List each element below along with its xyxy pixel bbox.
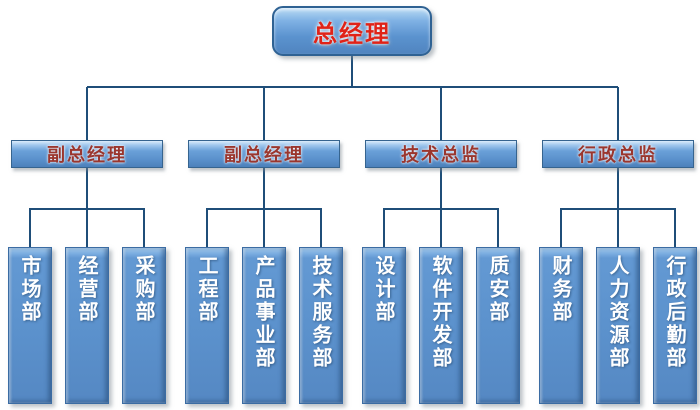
org-node-design-dept: 设计部	[362, 247, 406, 404]
org-node-hr-dept-label: 人力资源部	[606, 255, 630, 370]
org-node-deputy-gm-1-label: 副总经理	[47, 145, 127, 166]
org-node-software-dev-dept-label: 软件开发部	[429, 255, 453, 370]
org-node-hr-dept: 人力资源部	[596, 247, 640, 404]
org-node-admin-logistics-dept: 行政后勤部	[653, 247, 697, 404]
org-node-finance-dept-label: 财务部	[549, 255, 573, 324]
org-node-deputy-gm-1: 副总经理	[11, 140, 163, 168]
org-node-deputy-gm-2: 副总经理	[188, 140, 340, 168]
org-node-engineering-dept-label: 工程部	[195, 255, 219, 324]
org-node-admin-director: 行政总监	[542, 140, 694, 168]
org-node-general-manager-label: 总经理	[313, 19, 391, 48]
connector-group3	[383, 168, 499, 247]
org-node-quality-safety-dept: 质安部	[476, 247, 520, 404]
org-node-design-dept-label: 设计部	[372, 255, 396, 324]
org-node-product-division-label: 产品事业部	[252, 255, 276, 370]
org-node-technical-service-dept: 技术服务部	[299, 247, 343, 404]
org-node-admin-logistics-dept-label: 行政后勤部	[663, 255, 687, 370]
org-node-operations-dept-label: 经营部	[75, 255, 99, 324]
connector-root-to-managers	[86, 56, 619, 140]
org-node-technical-director-label: 技术总监	[401, 145, 481, 166]
org-node-quality-safety-dept-label: 质安部	[486, 255, 510, 324]
org-node-procurement-dept-label: 采购部	[132, 255, 156, 324]
org-node-marketing-dept-label: 市场部	[18, 255, 42, 324]
org-node-finance-dept: 财务部	[539, 247, 583, 404]
org-node-admin-director-label: 行政总监	[578, 145, 658, 166]
org-node-software-dev-dept: 软件开发部	[419, 247, 463, 404]
connector-group1	[29, 168, 145, 247]
org-node-general-manager: 总经理	[272, 6, 432, 56]
org-node-technical-director: 技术总监	[365, 140, 517, 168]
org-node-product-division: 产品事业部	[242, 247, 286, 404]
org-node-marketing-dept: 市场部	[8, 247, 52, 404]
org-node-procurement-dept: 采购部	[122, 247, 166, 404]
connector-group2	[206, 168, 322, 247]
org-node-engineering-dept: 工程部	[185, 247, 229, 404]
connector-group4	[560, 168, 676, 247]
org-node-deputy-gm-2-label: 副总经理	[224, 145, 304, 166]
org-node-operations-dept: 经营部	[65, 247, 109, 404]
org-node-technical-service-dept-label: 技术服务部	[309, 255, 333, 370]
